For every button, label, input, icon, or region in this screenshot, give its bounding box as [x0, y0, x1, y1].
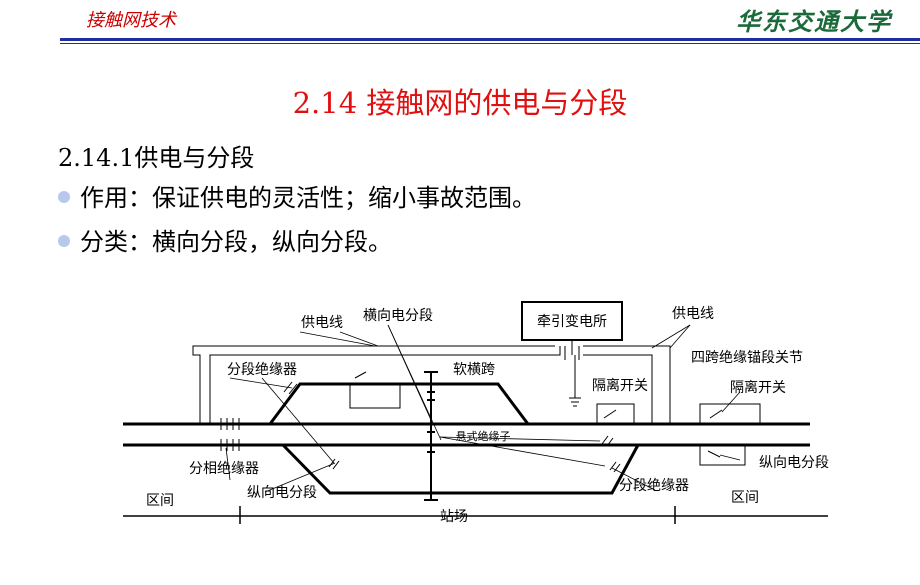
feeder-line-label-right: 供电线	[672, 306, 714, 322]
bullet-text: 作用：保证供电的灵活性；缩小事故范围。	[80, 184, 536, 212]
feeder-lines	[192, 345, 671, 424]
longitudinal-section-label-left: 纵向电分段	[247, 485, 317, 501]
isolating-switch-label-1: 隔离开关	[592, 377, 648, 394]
main-tracks	[123, 422, 810, 447]
section-label-left: 区间	[146, 493, 174, 509]
bullet-dot-icon	[58, 234, 70, 247]
phase-insulator-label: 分相绝缘器	[189, 461, 259, 477]
four-span-section-label: 四跨绝缘锚段关节	[691, 350, 803, 366]
feeder-line-label-left: 供电线	[301, 315, 343, 331]
bullet-text: 分类：横向分段，纵向分段。	[80, 228, 392, 256]
section-label-right: 区间	[731, 490, 759, 506]
lateral-section-label: 横向电分段	[363, 308, 433, 324]
section-insulator-label-left: 分段绝缘器	[227, 362, 297, 378]
soft-cross-span-mast	[424, 371, 438, 501]
isolating-switch-icons	[349, 371, 761, 466]
bullet-item: 分类：横向分段，纵向分段。	[58, 222, 392, 257]
suspension-insulator-label: 悬式绝缘子	[456, 429, 511, 443]
soft-cross-span-label: 软横跨	[453, 362, 495, 378]
section-heading: 2.14.1供电与分段	[58, 144, 255, 172]
section-insulator-icons	[283, 381, 621, 473]
substation-box	[521, 301, 623, 341]
course-title: 接触网技术	[86, 10, 176, 31]
substation-breaker-icon	[564, 340, 581, 407]
substation-label: 牵引变电所	[537, 314, 607, 330]
station-boundary	[123, 506, 828, 524]
bullet-item: 作用：保证供电的灵活性；缩小事故范围。	[58, 178, 536, 213]
station-label: 站场	[440, 509, 468, 525]
header-rule	[60, 38, 920, 41]
bullet-dot-icon	[58, 190, 70, 203]
phase-insulator-icon	[220, 418, 240, 451]
longitudinal-section-label-right: 纵向电分段	[759, 455, 829, 471]
leader-lines	[225, 324, 741, 493]
isolating-switch-label-2: 隔离开关	[730, 379, 786, 396]
university-logo: 华东交通大学	[736, 7, 892, 36]
section-insulator-label-right: 分段绝缘器	[619, 478, 689, 494]
substation: 牵引变电所	[521, 301, 623, 407]
slide-title: 2.14 接触网的供电与分段	[292, 86, 628, 120]
station-tracks	[268, 382, 640, 495]
header-rule-thin	[60, 43, 920, 44]
